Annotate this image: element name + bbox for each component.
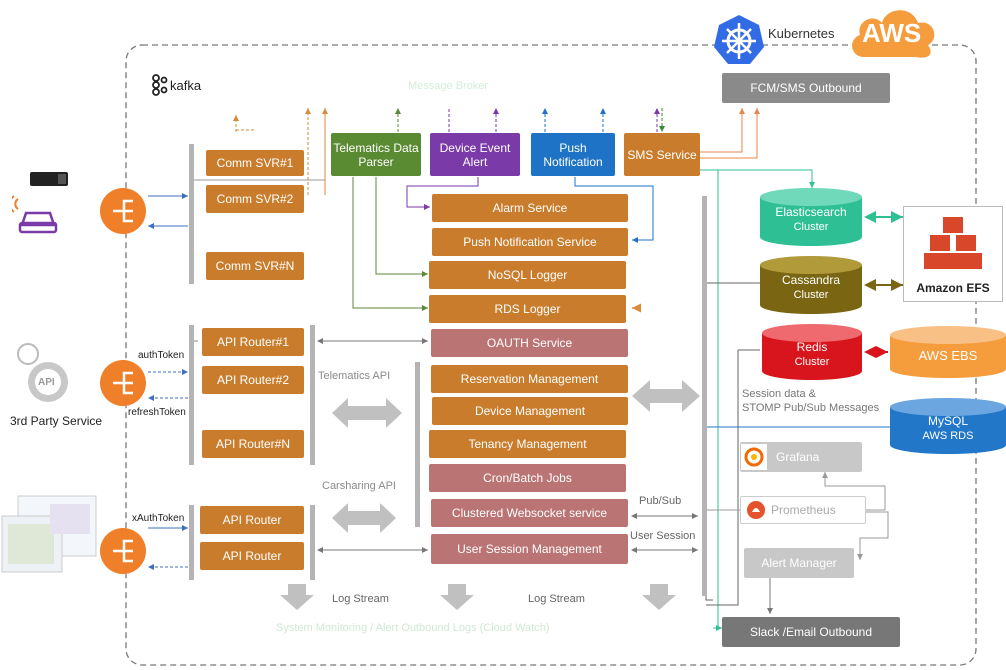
user-session-management: User Session Management (431, 534, 628, 564)
device-event-alert: Device Event Alert (430, 133, 520, 176)
api-router-2: API Router#2 (202, 366, 304, 394)
grafana-label: Grafana (776, 450, 820, 464)
comm-server-n: Comm SVR#N (206, 252, 304, 280)
push-notification-service: Push Notification Service (432, 228, 628, 256)
alert-manager: Alert Manager (744, 548, 854, 578)
data-bus (702, 196, 707, 596)
hub-symbol (113, 371, 133, 395)
aws-ebs-name: AWS EBS (918, 347, 978, 363)
kubernetes-boundary (125, 44, 977, 666)
api-router-n: API Router#N (202, 430, 304, 458)
car-icon (12, 195, 58, 234)
monitoring-faint-label: System Monitoring / Alert Outbound Logs … (276, 622, 550, 634)
hub-symbol (113, 539, 133, 563)
log-stream-arrow (280, 584, 314, 610)
grafana-icon (741, 444, 767, 470)
carsharing-router-bus-right (310, 505, 315, 580)
carsharing-api-arrow (332, 503, 396, 533)
pub-sub-label: Pub/Sub (639, 495, 682, 507)
mysql-name: MySQL (927, 414, 968, 428)
comm-server-1: Comm SVR#1 (206, 150, 304, 176)
tenancy-management: Tenancy Management (429, 430, 626, 458)
kubernetes-label: Kubernetes (768, 26, 835, 41)
web-app-screenshot-icon (1, 495, 97, 573)
comm-server-bus (189, 144, 194, 284)
carsharing-api-router-1: API Router (200, 506, 304, 534)
alarm-service: Alarm Service (432, 194, 628, 222)
telematics-api-arrow (332, 398, 402, 428)
nosql-logger: NoSQL Logger (429, 261, 626, 289)
cassandra-sub: Cluster (793, 289, 829, 301)
api-gear-icon (17, 343, 68, 402)
prometheus: Prometheus (740, 496, 866, 524)
oauth-service: OAUTH Service (431, 329, 628, 357)
amazon-efs-icon (924, 217, 982, 269)
comm-server-2: Comm SVR#2 (206, 185, 304, 213)
xauth-token-label: xAuthToken (132, 513, 185, 524)
device-management: Device Management (432, 397, 628, 425)
log-stream-arrow (440, 584, 474, 610)
clustered-websocket-service: Clustered Websocket service (431, 499, 628, 527)
carsharing-api-router-2: API Router (200, 542, 304, 570)
reservation-management: Reservation Management (431, 365, 628, 393)
user-session-label: User Session (630, 530, 696, 542)
redis-sub: Cluster (794, 356, 830, 368)
aws-cloud-icon (852, 10, 935, 58)
log-stream-arrow (642, 584, 676, 610)
redis-name: Redis (796, 340, 828, 354)
kafka-label: kafka (170, 78, 202, 93)
services-data-arrow (632, 380, 700, 412)
aws-label: AWS (862, 18, 922, 48)
carsharing-router-bus (189, 505, 194, 580)
elasticsearch-name: Elasticsearch (775, 205, 847, 219)
sms-service: SMS Service (624, 133, 700, 176)
log-stream-label-2: Log Stream (528, 593, 585, 605)
cron-batch-jobs: Cron/Batch Jobs (429, 464, 626, 492)
telematics-data-parser: Telematics Data Parser (331, 133, 421, 176)
api-icon-label: API (38, 377, 55, 388)
amazon-efs-label: Amazon EFS (916, 281, 990, 295)
mysql-aws-rds: MySQL AWS RDS (890, 398, 1006, 454)
telematics-api-label: Telematics API (318, 370, 391, 382)
amazon-efs: Amazon EFS (903, 206, 1003, 302)
kubernetes-icon (714, 15, 764, 64)
cassandra-name: Cassandra (781, 273, 841, 287)
rds-logger: RDS Logger (429, 295, 626, 323)
prometheus-icon (747, 501, 765, 519)
elasticsearch-sub: Cluster (793, 221, 829, 233)
log-stream-label-1: Log Stream (332, 593, 389, 605)
telematics-device-icon (30, 172, 68, 186)
slack-email-outbound: Slack /Email Outbound (722, 617, 900, 647)
mysql-sub: AWS RDS (922, 430, 974, 442)
push-notification: Push Notification (531, 133, 615, 176)
api-router-bus (189, 325, 194, 465)
kafka-icon (152, 74, 168, 96)
message-broker-label: Message Broker (408, 80, 489, 92)
prometheus-label: Prometheus (771, 503, 836, 517)
session-data-label: Session data & STOMP Pub/Sub Messages (742, 388, 880, 414)
api-router-1: API Router#1 (202, 328, 304, 356)
refresh-token-label: refreshToken (128, 407, 186, 418)
aws-ebs: AWS EBS (890, 326, 1006, 378)
third-party-label: 3rd Party Service (10, 414, 103, 428)
auth-token-label: authToken (138, 350, 185, 361)
hub-symbol (113, 199, 133, 223)
api-router-bus-right (310, 325, 315, 465)
services-bus (415, 362, 420, 527)
fcm-sms-outbound: FCM/SMS Outbound (722, 73, 890, 103)
carsharing-api-label: Carsharing API (322, 480, 396, 492)
